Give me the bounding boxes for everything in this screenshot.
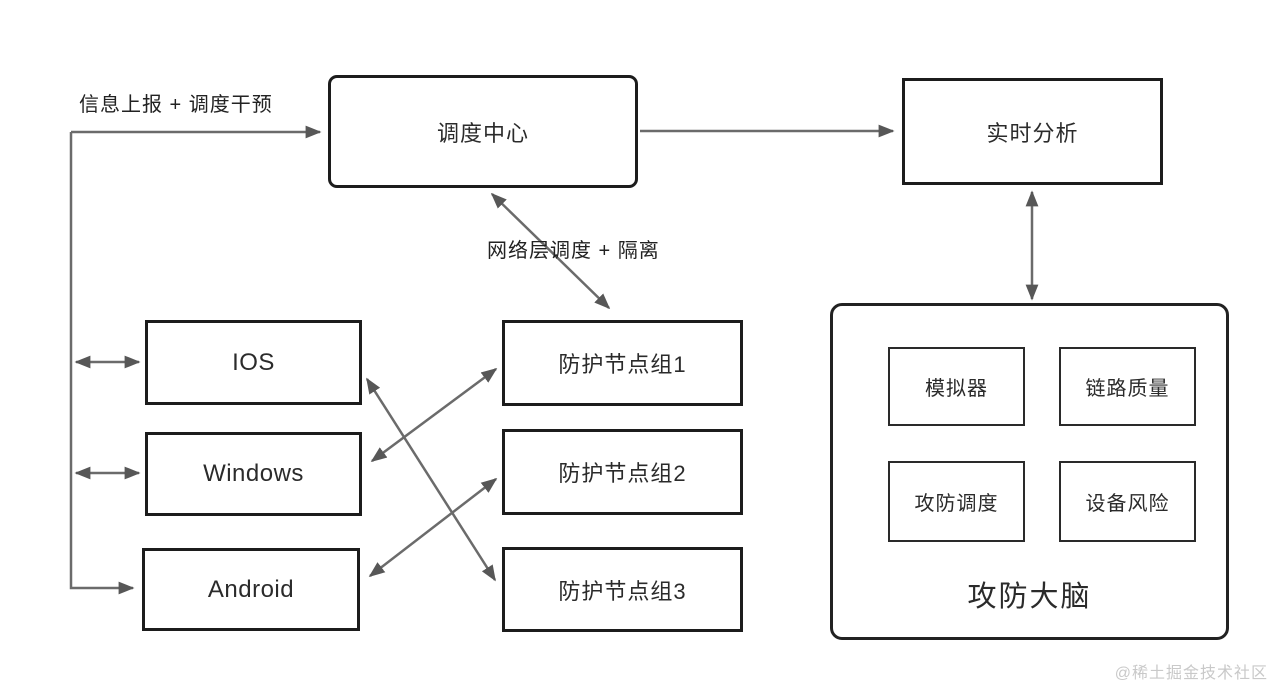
node-windows-label: Windows (203, 460, 304, 487)
node-protect-group-3-label: 防护节点组3 (558, 578, 687, 604)
node-protect-group-1-label: 防护节点组1 (558, 352, 687, 377)
edge-windows-group1 (370, 367, 498, 463)
node-realtime-analysis: 实时分析 (902, 78, 1163, 185)
label-network-dispatch: 网络层调度 + 隔离 (487, 240, 660, 262)
node-dispatch-center: 调度中心 (328, 75, 638, 188)
node-brain-emulator: 模拟器 (888, 347, 1025, 426)
node-brain-link-quality: 链路质量 (1059, 347, 1196, 426)
node-brain-device-risk: 设备风险 (1059, 461, 1196, 542)
node-brain-attack-defense-dispatch-label: 攻防调度 (914, 493, 999, 515)
node-protect-group-1: 防护节点组1 (502, 320, 743, 406)
node-windows: Windows (145, 432, 362, 516)
node-android-label: Android (207, 575, 295, 603)
edge-ios-group3 (365, 377, 497, 582)
node-brain-emulator-label: 模拟器 (925, 378, 988, 400)
node-android: Android (142, 548, 360, 631)
node-dispatch-center-label: 调度中心 (436, 120, 529, 146)
node-protect-group-2: 防护节点组2 (502, 429, 743, 515)
edge-android-group2 (368, 478, 498, 577)
node-realtime-analysis-label: 实时分析 (986, 120, 1079, 146)
node-ios-label: IOS (232, 348, 275, 376)
node-brain-link-quality-label: 链路质量 (1085, 378, 1170, 400)
edge-rail-to-android (69, 132, 135, 595)
node-brain-title: 攻防大脑 (967, 581, 1092, 613)
node-brain-device-risk-label: 设备风险 (1085, 493, 1170, 515)
node-brain-attack-defense-dispatch: 攻防调度 (888, 461, 1025, 542)
watermark: @稀土掘金技术社区 (1114, 665, 1268, 682)
node-protect-group-2-label: 防护节点组2 (558, 461, 687, 486)
edge-dispatch-group1 (490, 192, 611, 310)
node-ios: IOS (145, 320, 362, 405)
label-info-report: 信息上报 + 调度干预 (79, 94, 273, 116)
node-protect-group-3: 防护节点组3 (502, 547, 743, 632)
node-brain-container: 模拟器 链路质量 攻防调度 设备风险 攻防大脑 (830, 303, 1229, 640)
